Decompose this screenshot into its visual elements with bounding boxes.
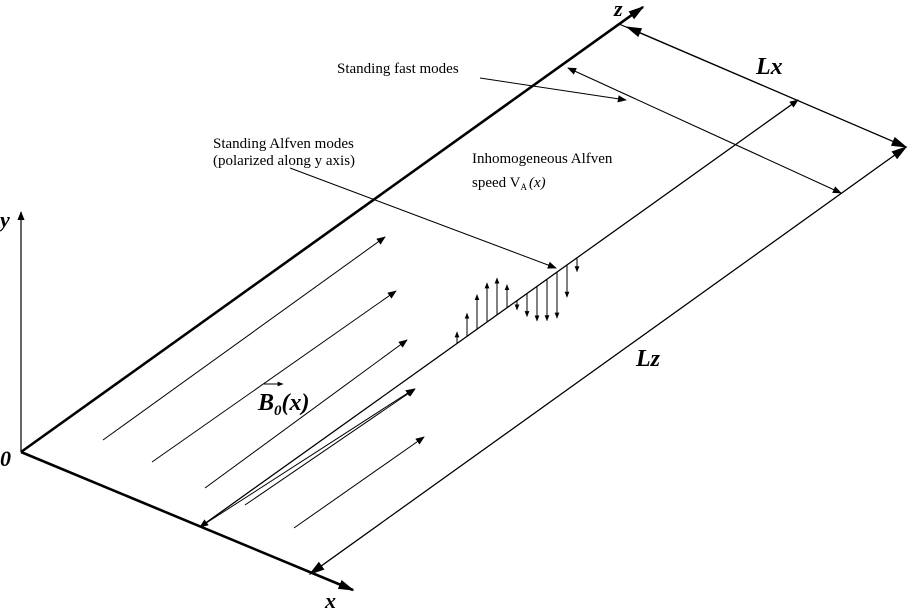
x-axis-line <box>20 450 355 592</box>
field-line-arrow <box>204 339 408 489</box>
alfven-polarization-arrows <box>454 257 580 344</box>
lx-label: Lx <box>755 54 783 80</box>
axes <box>17 5 645 592</box>
b-field-argument: (x) <box>282 390 310 416</box>
leader-arrows <box>289 77 627 269</box>
z-axis-line <box>20 5 645 454</box>
z-axis-label: z <box>613 0 623 21</box>
alfven-modes-leader <box>289 167 557 269</box>
field-line-arrow <box>102 236 386 441</box>
alfven-speed-argument: (x) <box>529 175 546 191</box>
inhomogeneous-speed-label: Inhomogeneous Alfven <box>472 151 613 167</box>
y-axis-label: y <box>0 207 10 232</box>
alfven-speed-subscript: A <box>520 182 527 192</box>
fast-mode-arrow <box>567 67 842 194</box>
b-field-subscript: 0 <box>274 403 282 419</box>
lz-dimension-arrow <box>308 146 908 575</box>
polarization-note-label: (polarized along y axis) <box>213 153 355 169</box>
half-plane-arrow <box>199 99 799 528</box>
field-line-arrow <box>151 290 397 463</box>
field-line-arrow <box>293 436 425 529</box>
magnetic-field-lines <box>102 236 425 529</box>
origin-label: 0 <box>0 446 11 471</box>
field-line-arrow <box>244 388 416 506</box>
b-field-symbol: B <box>257 390 274 416</box>
lx-dimension-arrow <box>625 26 908 148</box>
standing-alfven-modes-label: Standing Alfven modes <box>213 136 354 152</box>
b-field-label: B0(x) <box>257 390 310 419</box>
dimension-arrows <box>199 26 908 575</box>
alfven-speed-label: speed VA(x) <box>472 175 546 192</box>
field-line-arrow <box>199 388 415 528</box>
x-axis-label: x <box>324 588 336 611</box>
slab-box <box>199 23 907 575</box>
fast-modes-leader <box>479 77 627 103</box>
alfven-speed-prefix: speed V <box>472 175 521 191</box>
lz-label: Lz <box>635 346 661 372</box>
standing-fast-modes-label: Standing fast modes <box>337 61 459 77</box>
